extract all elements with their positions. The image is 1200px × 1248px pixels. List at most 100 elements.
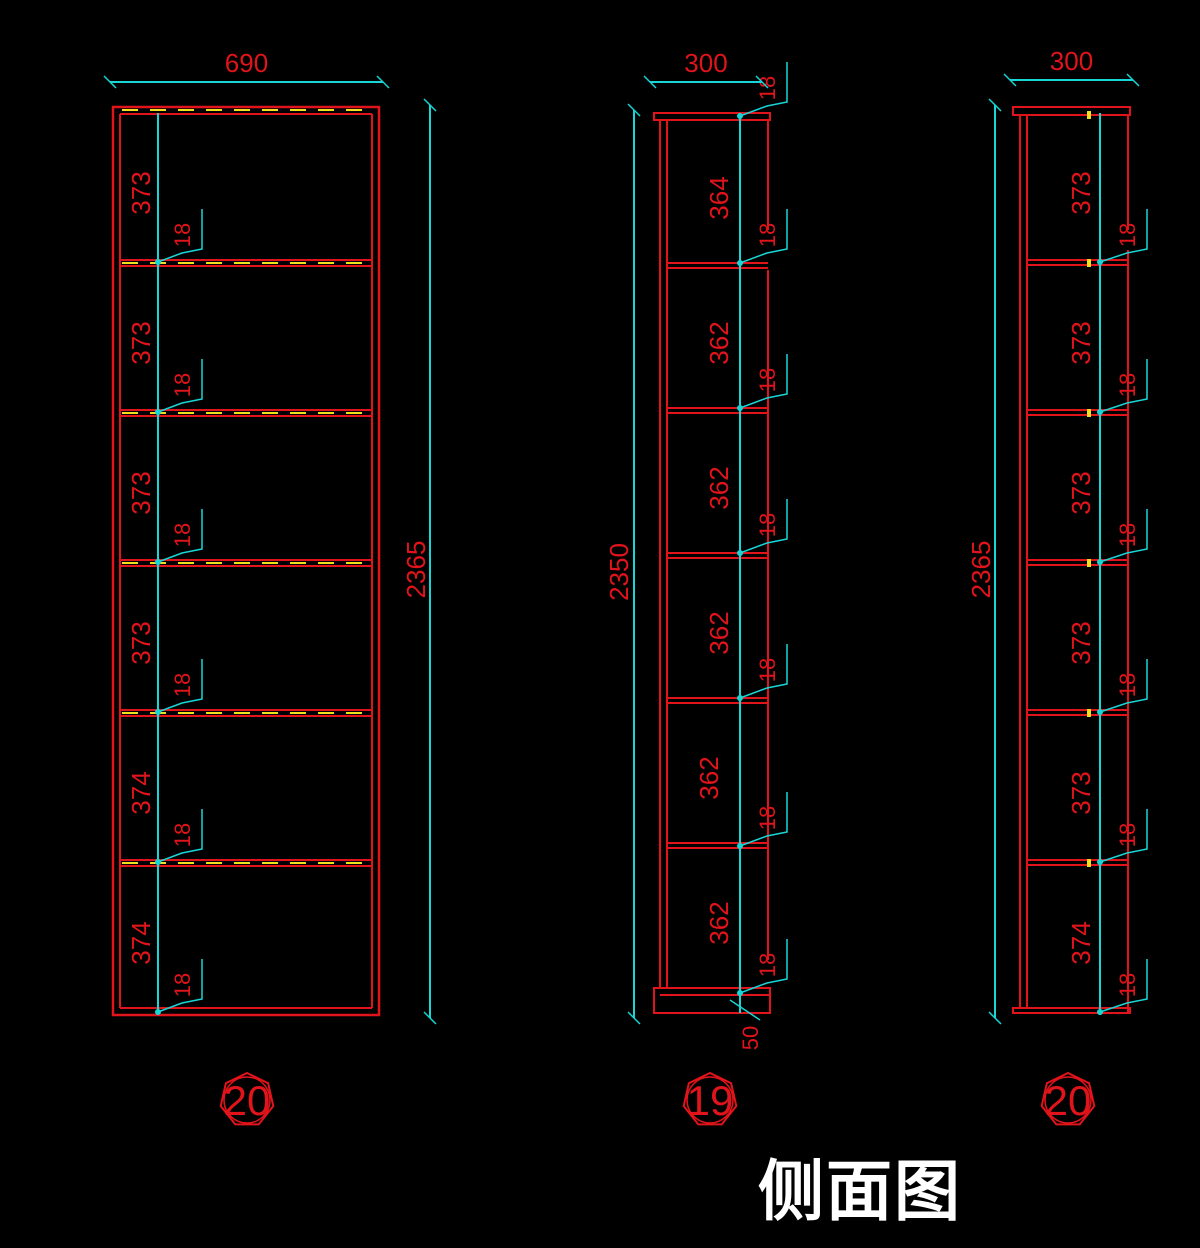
dimension-tick — [643, 75, 657, 89]
dimension-label: 300 — [684, 48, 727, 78]
thickness-label: 18 — [1115, 223, 1140, 247]
dimension-label: 2365 — [966, 541, 996, 599]
side-view-19: 3643623623623623621818181818181850300235… — [604, 48, 788, 1050]
leader-point — [737, 695, 743, 701]
spacing-label: 373 — [126, 621, 156, 664]
spacing-label: 374 — [1066, 921, 1096, 964]
leader-point — [737, 405, 743, 411]
thickness-label: 18 — [170, 373, 195, 397]
hidden-marker — [1087, 709, 1091, 717]
thickness-label: 18 — [1115, 823, 1140, 847]
leader-point — [1097, 1009, 1103, 1015]
dimension-tick — [627, 1011, 641, 1025]
thickness-label: 18 — [1115, 973, 1140, 997]
thickness-label: 18 — [170, 823, 195, 847]
thickness-label: 18 — [170, 973, 195, 997]
tag-heptagon — [219, 1071, 275, 1126]
spacing-label: 374 — [126, 921, 156, 964]
dimension-label: 2365 — [401, 541, 431, 599]
leader-point — [1097, 259, 1103, 265]
hidden-marker — [1087, 409, 1091, 417]
leader-point — [155, 859, 161, 865]
bottom-board — [1012, 1007, 1131, 1014]
spacing-label: 373 — [1066, 171, 1096, 214]
dimension-tick — [103, 75, 117, 89]
leader-point — [737, 990, 743, 996]
thickness-label: 18 — [755, 368, 780, 392]
thickness-label: 18 — [755, 513, 780, 537]
tag-circle — [1044, 1076, 1092, 1124]
leader-point — [155, 1009, 161, 1015]
view-tag: 19 — [682, 1071, 738, 1126]
leader-line — [1099, 659, 1148, 713]
leader-line — [1099, 359, 1148, 413]
thickness-label: 18 — [1115, 373, 1140, 397]
spacing-label: 373 — [1066, 471, 1096, 514]
thickness-label: 18 — [170, 223, 195, 247]
leader-point — [155, 709, 161, 715]
dimension-label: 300 — [1050, 46, 1093, 76]
leader-point — [1097, 559, 1103, 565]
spacing-label: 374 — [126, 771, 156, 814]
hidden-marker — [1087, 111, 1091, 119]
leader-line — [739, 354, 788, 409]
tag-heptagon — [1040, 1071, 1096, 1126]
dimension-tick — [988, 1011, 1002, 1025]
cabinet-outline — [111, 105, 381, 1017]
leader-point — [155, 559, 161, 565]
spacing-label: 373 — [126, 171, 156, 214]
thickness-label: 18 — [170, 523, 195, 547]
spacing-label: 373 — [1066, 621, 1096, 664]
view-tag: 20 — [219, 1071, 275, 1126]
view-tag: 20 — [1040, 1071, 1096, 1126]
thickness-label: 18 — [755, 953, 780, 977]
drawing-title: 侧面图 — [758, 1153, 962, 1230]
thickness-label: 18 — [755, 223, 780, 247]
thickness-label: 18 — [755, 658, 780, 682]
thickness-label: 18 — [170, 673, 195, 697]
dimension-tick — [1003, 73, 1017, 87]
leader-point — [1097, 709, 1103, 715]
spacing-label: 373 — [1066, 321, 1096, 364]
leader-line — [157, 659, 203, 713]
tag-circle — [223, 1076, 271, 1124]
dimension-tick — [423, 98, 437, 112]
side-view-20: 373 373 373 373 373 374 18 18 18 18 18 18 300 2365 — [966, 46, 1148, 1025]
leader-point — [737, 843, 743, 849]
leader-point — [737, 113, 743, 119]
leader-line — [157, 809, 203, 863]
dimension-tick — [1126, 73, 1140, 87]
spacing-label: 362 — [704, 321, 734, 364]
leader-line — [739, 792, 788, 847]
base-height-label: 50 — [738, 1026, 763, 1050]
thickness-label: 18 — [1115, 523, 1140, 547]
thickness-label: 18 — [755, 806, 780, 830]
leader-line — [739, 209, 788, 264]
leader-point — [1097, 859, 1103, 865]
leader-point — [737, 550, 743, 556]
leader-line — [1099, 509, 1148, 563]
dimension-tick — [988, 98, 1002, 112]
leader-line — [157, 509, 203, 563]
leader-line — [739, 62, 788, 117]
leader-line — [157, 209, 203, 263]
dimension-tick — [627, 103, 641, 117]
leader-line — [1099, 209, 1148, 263]
spacing-label: 362 — [704, 901, 734, 944]
base-leader — [729, 999, 761, 1021]
hidden-marker — [1087, 559, 1091, 567]
plinth — [653, 987, 771, 1014]
dimension-label: 690 — [225, 48, 268, 78]
thickness-label: 18 — [1115, 673, 1140, 697]
leader-line — [1099, 809, 1148, 863]
tag-heptagon — [682, 1071, 738, 1126]
top-board — [1012, 106, 1131, 116]
leader-line — [739, 939, 788, 994]
dimension-tick — [376, 75, 390, 89]
leader-point — [1097, 409, 1103, 415]
spacing-label: 373 — [1066, 771, 1096, 814]
leader-line — [739, 499, 788, 554]
top-board — [653, 112, 771, 121]
